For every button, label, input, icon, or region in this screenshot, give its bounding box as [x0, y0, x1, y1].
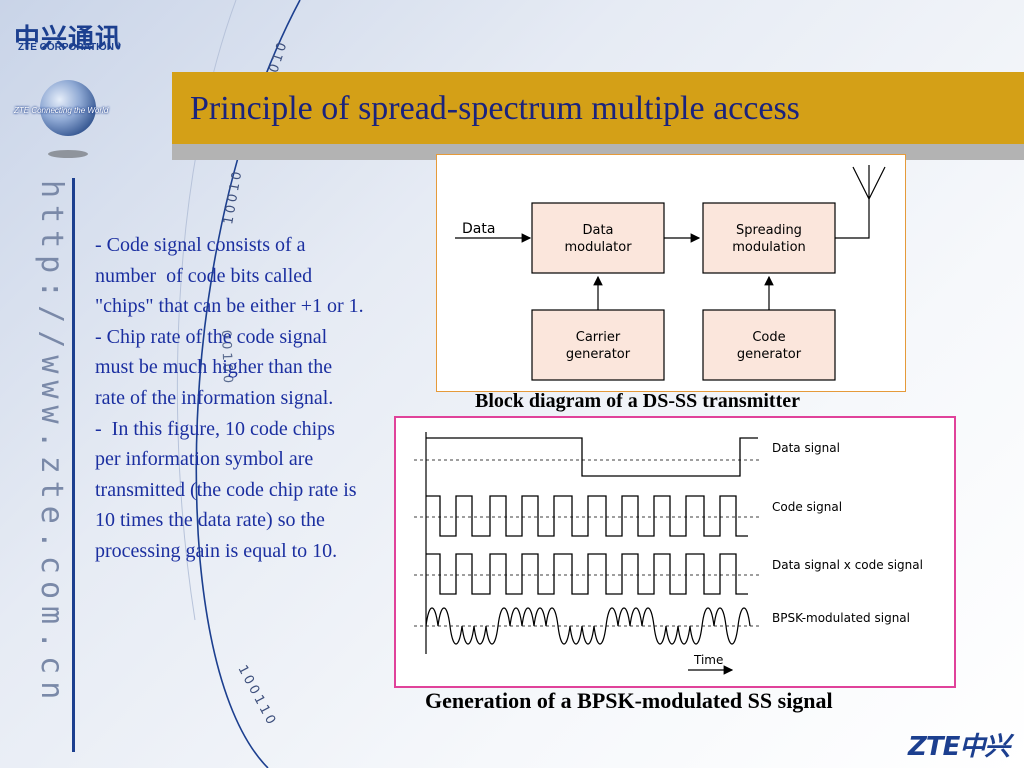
vertical-url: http://www.zte.com.cn — [34, 180, 69, 707]
title-bar — [172, 72, 1024, 144]
bpsk-signal-trace — [425, 607, 751, 645]
data-signal-trace — [426, 437, 758, 477]
waveform-diagram: Data signal Code signal Data signal x co… — [394, 416, 956, 688]
block-label: Data — [582, 223, 613, 238]
block-diagram: Data Data modulator Spreading modulation… — [436, 154, 906, 392]
bullet-item: - Chip rate of the code signal must be m… — [95, 325, 343, 409]
block-label: Carrier — [576, 330, 621, 345]
antenna-icon — [852, 165, 886, 200]
bullet-item: - In this figure, 10 code chips per info… — [95, 417, 362, 562]
zte-corporation-label: ZTE CORPORATION — [18, 42, 114, 53]
sidebar-divider — [72, 178, 75, 752]
zte-logo-cn: 中兴通讯 — [14, 24, 123, 54]
bullet-item: - Code signal consists of a number of co… — [95, 234, 364, 318]
footer-logo: ZTE中兴 — [908, 732, 1010, 762]
tagline: ZTE Connecting the World — [14, 106, 109, 115]
data-input-label: Data — [462, 221, 495, 237]
globe-icon — [40, 80, 96, 136]
spreading-modulation-block — [702, 202, 836, 274]
block-label: Spreading — [736, 223, 802, 238]
block-label: generator — [737, 347, 802, 362]
binary-low: 00100 — [218, 330, 235, 387]
antenna-feed — [835, 199, 870, 239]
globe-shadow — [48, 150, 88, 158]
signal-label: BPSK-modulated signal — [772, 611, 910, 625]
signal-label: Code signal — [772, 500, 842, 514]
binary-mid: 10010 — [221, 168, 246, 226]
binary-bottom: 100110 — [234, 663, 279, 730]
slide-title: Principle of spread-spectrum multiple ac… — [190, 90, 800, 127]
block-label: generator — [566, 347, 631, 362]
signal-label: Data signal — [772, 441, 840, 455]
signal-label: Data signal x code signal — [772, 558, 923, 572]
carrier-generator-block — [531, 309, 665, 381]
data-modulator-block — [531, 202, 665, 274]
product-signal-trace — [426, 553, 748, 595]
figure1-caption: Block diagram of a DS-SS transmitter — [475, 390, 800, 412]
time-label: Time — [693, 653, 723, 667]
figure2-caption: Generation of a BPSK-modulated SS signal — [425, 688, 833, 713]
bullet-list: - Code signal consists of a number of co… — [95, 230, 365, 567]
block-label: Code — [752, 330, 785, 345]
block-label: modulation — [732, 240, 806, 255]
block-label: modulator — [564, 240, 632, 255]
code-generator-block — [702, 309, 836, 381]
code-signal-trace — [426, 495, 748, 537]
